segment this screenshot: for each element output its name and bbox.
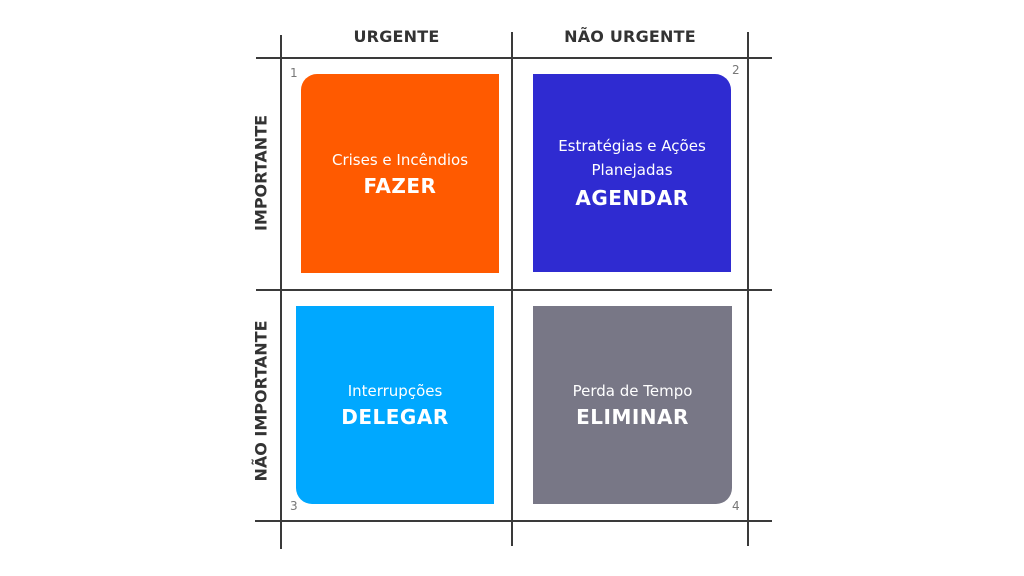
quadrant-delegate: Interrupções DELEGAR (296, 306, 494, 504)
quadrant-action: AGENDAR (575, 186, 689, 210)
quadrant-number-4: 4 (732, 499, 740, 513)
quadrant-eliminate: Perda de Tempo ELIMINAR (533, 306, 732, 504)
row-header-important: IMPORTANTE (251, 114, 271, 232)
quadrant-number-3: 3 (290, 499, 298, 513)
quadrant-subtitle: Perda de Tempo (572, 382, 693, 400)
quadrant-action: FAZER (363, 173, 437, 198)
quadrant-subtitle-line1: Estratégias e Ações (558, 137, 706, 155)
quadrant-number-2: 2 (732, 63, 740, 77)
column-header-urgent: URGENTE (353, 27, 440, 46)
quadrant-do: Crises e Incêndios FAZER (301, 74, 499, 273)
quadrant-action: ELIMINAR (576, 405, 689, 429)
column-header-not-urgent: NÃO URGENTE (564, 27, 696, 46)
quadrant-schedule: Estratégias e Ações Planejadas AGENDAR (533, 74, 731, 272)
grid-line-h2 (256, 289, 772, 291)
row-header-not-important: NÃO IMPORTANTE (251, 320, 271, 482)
grid-line-h1 (256, 57, 772, 59)
quadrant-subtitle-line2: Planejadas (591, 161, 673, 179)
quadrant-action: DELEGAR (341, 405, 449, 429)
quadrant-number-1: 1 (290, 66, 298, 80)
grid-line-h3 (255, 520, 772, 522)
quadrant-subtitle: Crises e Incêndios (331, 150, 469, 169)
grid-line-v1 (280, 35, 282, 549)
quadrant-subtitle: Interrupções (347, 382, 443, 400)
